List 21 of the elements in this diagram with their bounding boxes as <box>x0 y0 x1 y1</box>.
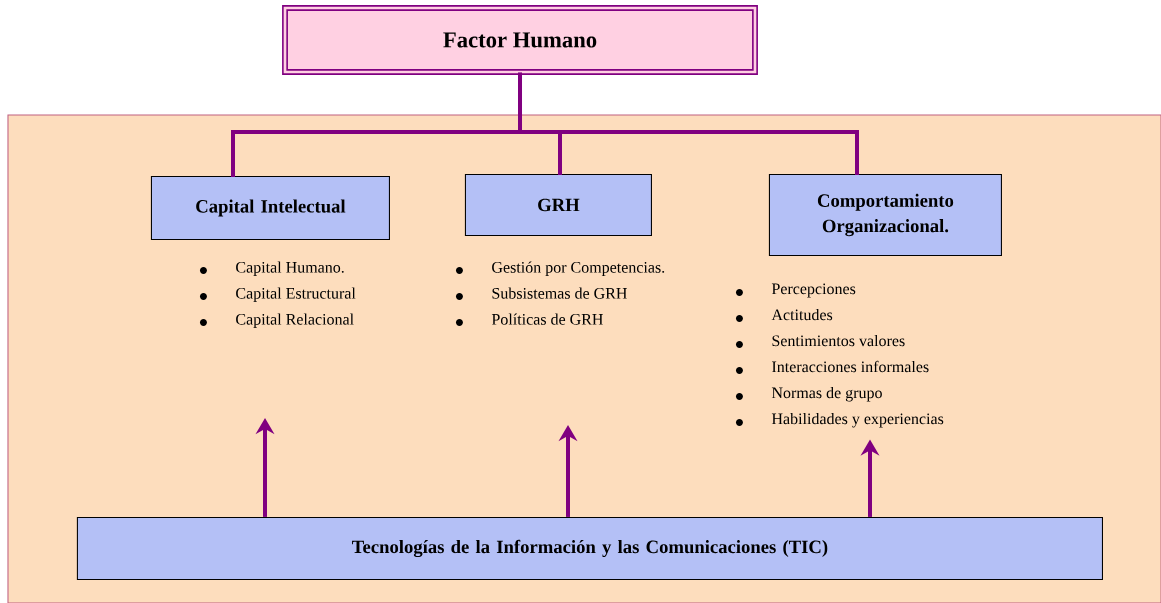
node-label: Subsistemas de GRH <box>492 287 627 299</box>
node-label: Percepciones <box>771 283 856 298</box>
category-box: Tecnologías de la Información y las Comunicaciones (TIC) <box>76 516 1103 580</box>
bullet-list: Gestión por Competencias. Subsistemas de GRH Políticas de GRH <box>456 261 665 326</box>
node-label: Normas de grupo <box>771 386 882 402</box>
title-box: Factor Humano <box>282 5 758 75</box>
category-box: GRH <box>464 173 652 237</box>
node-label: Habilidades y experiencias <box>771 412 944 428</box>
bullet-list: Percepciones Actitudes Sentimientos valores Interacciones informales Normas de grupo Habilidades y experiencias <box>735 283 944 428</box>
node-label: Capital Humano. <box>236 261 344 276</box>
node-label: Capital Estructural <box>236 287 356 302</box>
category-box: Comportamiento Organizacional. <box>768 173 1002 257</box>
node-label: Actitudes <box>771 308 833 321</box>
category-box: Capital Intelectual <box>150 175 390 240</box>
node-label: Sentimientos valores <box>772 334 905 347</box>
connector-line <box>518 72 859 175</box>
node-label: Capital Relacional <box>236 313 354 328</box>
bullet-list: Capital Humano. Capital Estructural Capital Relacional <box>200 261 356 328</box>
node-label: Políticas de GRH <box>491 313 603 325</box>
node-label: Interacciones informales <box>772 360 929 373</box>
node-label: Gestión por Competencias. <box>492 261 665 276</box>
